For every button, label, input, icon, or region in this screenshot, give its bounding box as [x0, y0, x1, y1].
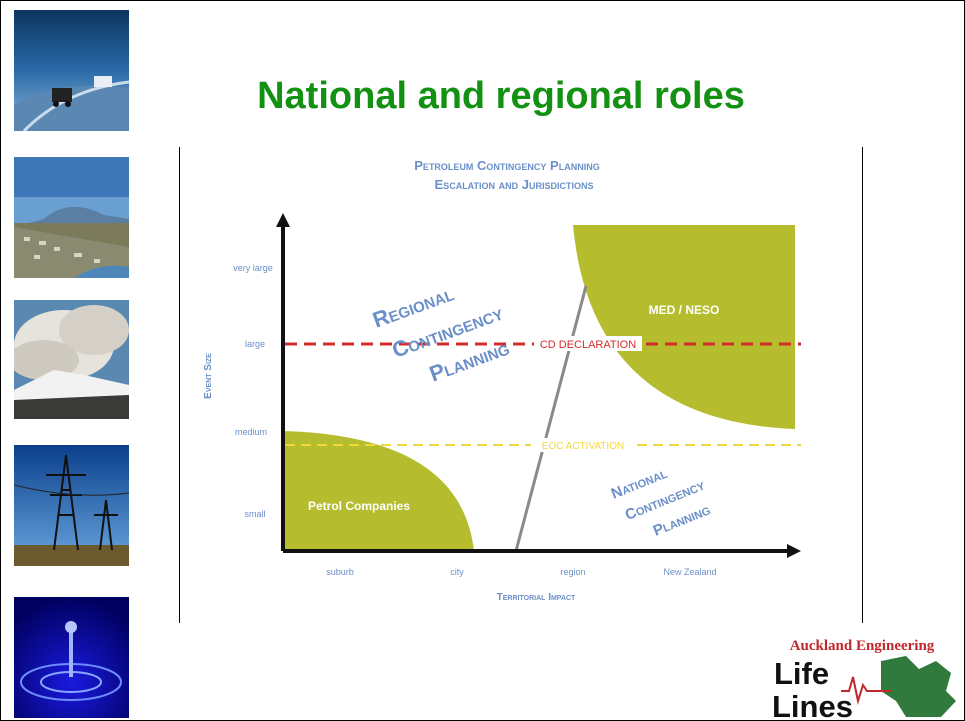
petrol-companies-region — [283, 431, 474, 551]
heartbeat-icon — [841, 676, 891, 705]
y-tick-large: large — [245, 339, 265, 349]
trucks-on-road-photo — [14, 10, 129, 131]
x-tick-region: region — [560, 567, 585, 577]
page-title: National and regional roles — [257, 75, 745, 117]
volcano-eruption-photo — [14, 300, 129, 419]
water-drop-photo — [14, 597, 129, 718]
left-divider — [179, 147, 180, 623]
jurisdiction-boundary — [514, 285, 588, 552]
med-neso-label: MED / NESO — [649, 303, 720, 317]
x-tick-city: city — [450, 567, 464, 577]
y-tick-small: small — [244, 509, 265, 519]
diagram-heading-line2: Escalation and Jurisdictions — [435, 177, 594, 192]
x-tick-suburb: suburb — [326, 567, 354, 577]
med-neso-region — [573, 225, 795, 429]
diagram-heading-line1: Petroleum Contingency Planning — [414, 158, 599, 173]
eoc-label-bg — [531, 438, 635, 452]
escalation-diagram: Petroleum Contingency Planning Escalatio… — [203, 158, 801, 603]
logo-line2: Life — [774, 656, 829, 691]
coastal-town-photo — [14, 157, 129, 278]
petrol-companies-label: Petrol Companies — [308, 499, 410, 513]
right-divider — [862, 147, 863, 623]
y-tick-very-large: very large — [233, 263, 273, 273]
cd-label-bg — [534, 336, 642, 351]
x-tick-new-zealand: New Zealand — [663, 567, 716, 577]
y-axis-label: Event Size — [203, 353, 214, 399]
logo-line1: Auckland Engineering — [790, 638, 935, 654]
y-tick-medium: medium — [235, 427, 267, 437]
x-axis-arrow — [787, 544, 801, 558]
cd-declaration-label: CD DECLARATION — [540, 339, 636, 351]
auckland-engineering-lifelines-logo: Auckland Engineering Life Lines — [772, 638, 956, 719]
y-axis-arrow — [276, 213, 290, 227]
logo-line3: Lines — [772, 689, 853, 719]
x-axis-label: Territorial Impact — [497, 592, 576, 603]
regional-planning-label: Regional Contingency Planning — [369, 280, 512, 386]
eoc-activation-label: EOC ACTIVATION — [542, 441, 624, 452]
power-pylons-photo — [14, 445, 129, 566]
national-planning-label: National Contingency Planning — [609, 465, 713, 540]
map-icon — [881, 656, 956, 717]
